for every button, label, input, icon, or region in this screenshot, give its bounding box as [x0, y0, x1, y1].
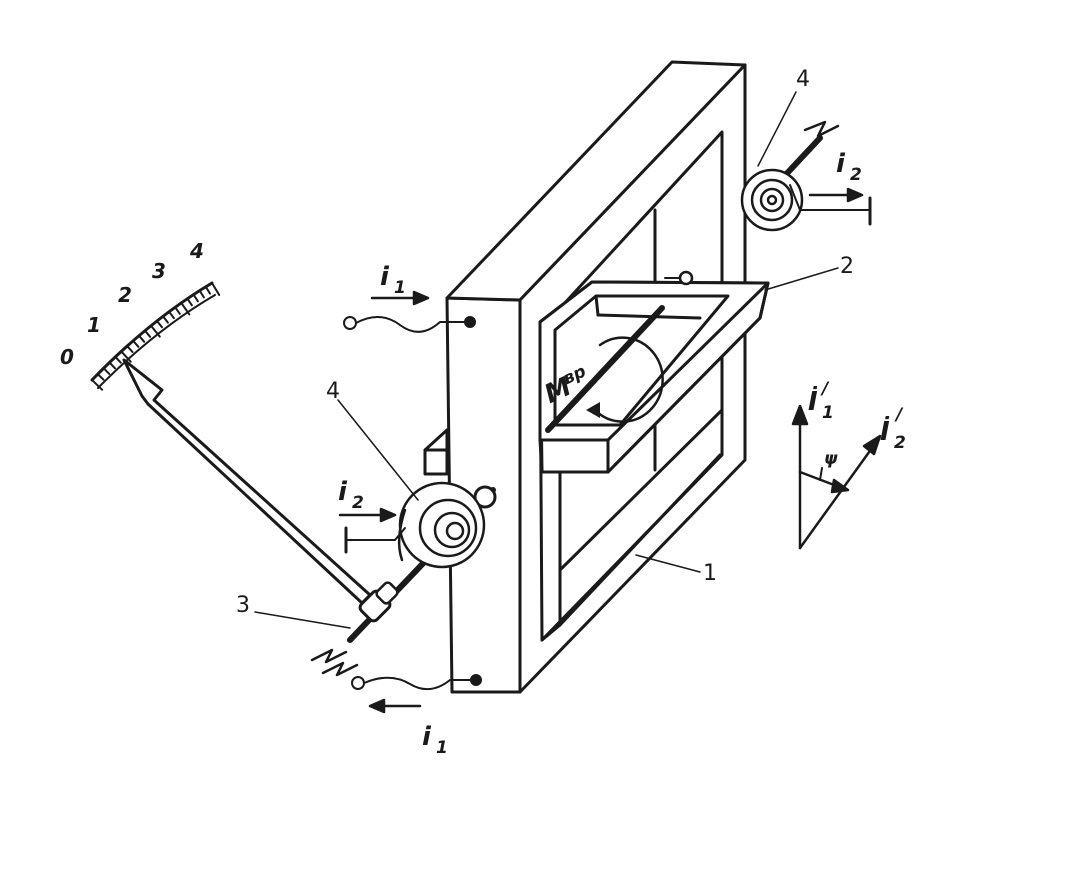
meter-scale: 0 1 2 3 4	[60, 239, 221, 391]
scale-tick-0: 0	[60, 345, 74, 369]
label-i1-top-sub: 1	[394, 278, 406, 298]
scale-tick	[138, 334, 146, 343]
scale-tick	[132, 339, 140, 348]
scale-tick	[114, 355, 122, 364]
spring-lower	[397, 481, 486, 569]
scale-tick	[108, 361, 116, 370]
scale-tick	[186, 297, 193, 307]
scale-tick-4: 4	[189, 239, 204, 263]
scale-tick	[168, 310, 175, 320]
phasor-I2-label: İ	[880, 415, 890, 447]
scale-tick	[102, 367, 111, 375]
scale-tick	[162, 315, 169, 324]
callout-spring-lower: 4	[326, 379, 340, 404]
current-arrows	[338, 187, 864, 714]
scale-tick	[120, 350, 132, 363]
scale-tick	[211, 282, 221, 296]
callout-frame: 1	[703, 561, 717, 586]
phasor-I2-sup: /	[894, 405, 904, 425]
scale-tick	[144, 329, 152, 338]
scale-tick	[192, 293, 199, 303]
phasor-I1-sup: /	[820, 379, 830, 399]
phasor-I1-sub: 1	[822, 403, 834, 423]
part-callouts	[254, 91, 839, 629]
scale-tick	[180, 301, 191, 316]
phasor-I2-sub: 2	[894, 433, 906, 453]
label-i2-left-sub: 2	[352, 493, 364, 513]
scale-tick	[96, 373, 105, 381]
pointer-needle	[122, 358, 372, 605]
callout-spring-upper: 4	[796, 67, 810, 92]
scale-tick	[198, 289, 205, 299]
scale-tick-3: 3	[152, 259, 166, 283]
callout-moving-coil: 2	[840, 254, 854, 279]
moving-coil	[423, 280, 770, 476]
scale-tick	[204, 285, 211, 295]
phasor-diagram: İ 1 / İ 2 / ψ	[791, 379, 906, 550]
current-labels: i 1 i 1 i 2 i 2	[338, 149, 862, 758]
scale-tick-1: 1	[87, 313, 101, 337]
scale-tick	[91, 379, 104, 391]
phasor-I1-label: İ	[808, 385, 818, 417]
label-i1-bottom-sub: 1	[436, 738, 448, 758]
label-i1-top: i	[380, 262, 390, 292]
scale-tick	[126, 345, 134, 353]
label-i2-left: i	[338, 477, 348, 507]
label-i2-right: i	[836, 149, 846, 179]
label-i2-right-sub: 2	[850, 165, 862, 185]
scale-tick	[174, 306, 181, 315]
scale-tick	[156, 320, 163, 329]
spring-upper	[740, 168, 804, 232]
phasor-angle-label: ψ	[824, 449, 838, 469]
current-leads	[343, 184, 872, 691]
label-i1-bottom: i	[422, 722, 432, 752]
scale-tick	[150, 324, 161, 338]
scale-tick-2: 2	[118, 283, 132, 307]
callout-shaft: 3	[236, 593, 250, 618]
scale-tick-marks	[91, 282, 221, 391]
